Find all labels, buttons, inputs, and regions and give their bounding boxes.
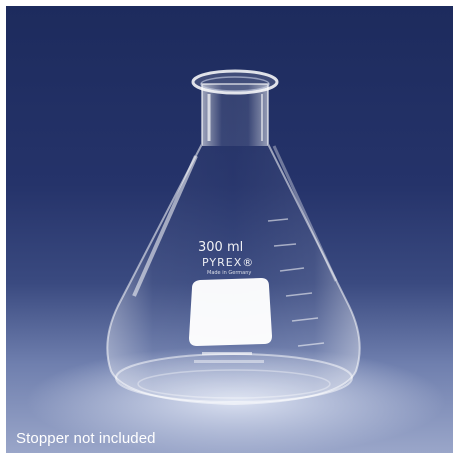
flask-rim (191, 69, 279, 95)
flask-body (106, 83, 361, 406)
flask-origin-label: Made in Germany (207, 270, 252, 276)
flask-brand-label: PYREX® (202, 256, 255, 269)
image-caption: Stopper not included (16, 430, 156, 447)
flask-capacity-label: 300 ml (198, 240, 244, 255)
product-photo: 300 ml PYREX® Made in Germany Stopper no… (6, 6, 453, 453)
graduation-marks (267, 218, 325, 347)
flask-illustration (26, 69, 446, 453)
marking-spot (189, 278, 272, 346)
